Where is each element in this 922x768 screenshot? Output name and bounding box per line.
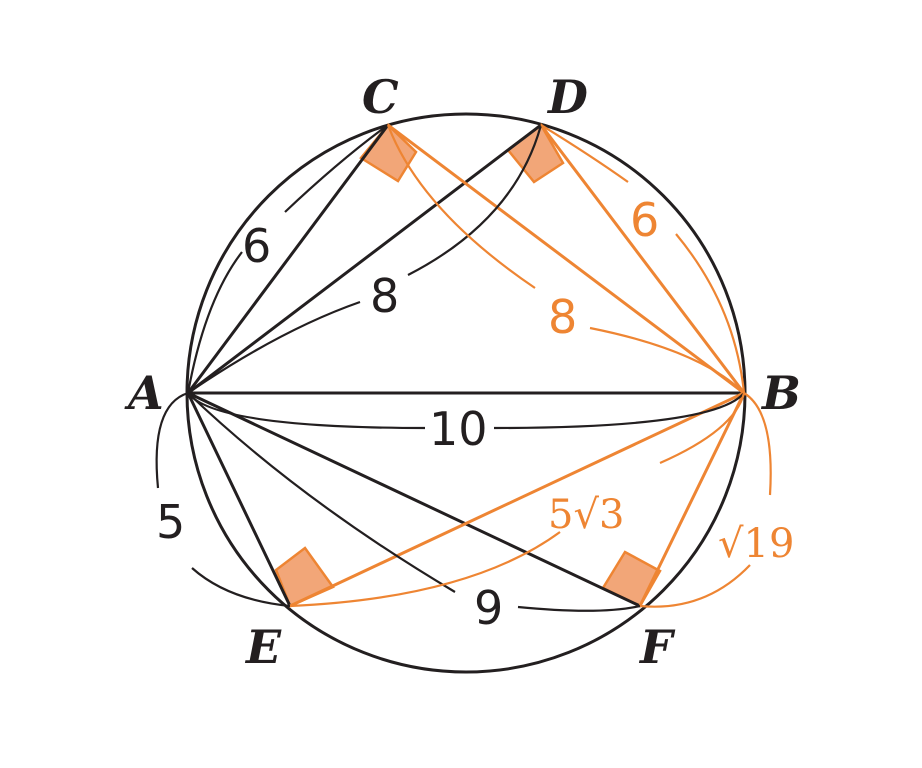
segment-af [187,391,641,608]
length-label-bc: 8 [548,290,577,344]
segment-bc [387,123,745,395]
brace-ad-a [187,300,361,394]
brace-be-b [659,392,746,465]
segment-bf [638,392,746,607]
brace-bc-a [386,124,536,289]
brace-ae-a [155,391,189,489]
brace-ac-a [186,251,243,394]
segment-ac [186,124,390,394]
length-label-bd: 6 [630,193,659,247]
length-label-ab: 10 [429,402,488,456]
brace-bc-b [589,326,745,394]
brace-bf-b [639,564,751,608]
point-label-f: F [638,620,676,674]
segment-ad [187,123,542,395]
brace-bd-a [540,124,629,183]
brace-af-a [187,392,456,593]
point-label-e: E [244,620,282,674]
segment-ae [186,392,292,607]
length-label-ad: 8 [370,269,399,323]
brace-af-b [517,604,641,612]
point-label-d: D [546,70,588,124]
brace-ad-b [407,124,543,276]
right-angle-marker-c [359,123,418,183]
segment-be [289,391,745,608]
brace-be-a [289,531,561,608]
point-label-c: C [362,70,399,124]
length-label-ac: 6 [242,219,271,273]
length-label-ae: 5 [156,495,185,549]
length-label-bf: √19 [718,521,794,567]
brace-ae-b [191,567,291,608]
brace-ab-b [493,392,745,430]
brace-bf-a [743,392,772,496]
brace-bd-b [675,233,746,394]
right-angle-marker-f [601,550,662,608]
brace-ac-b [284,124,389,213]
length-label-be: 5√3 [548,492,624,538]
length-label-af: 9 [474,581,503,635]
point-label-a: A [124,366,164,420]
point-label-b: B [760,366,801,420]
segment-bd [539,124,746,394]
